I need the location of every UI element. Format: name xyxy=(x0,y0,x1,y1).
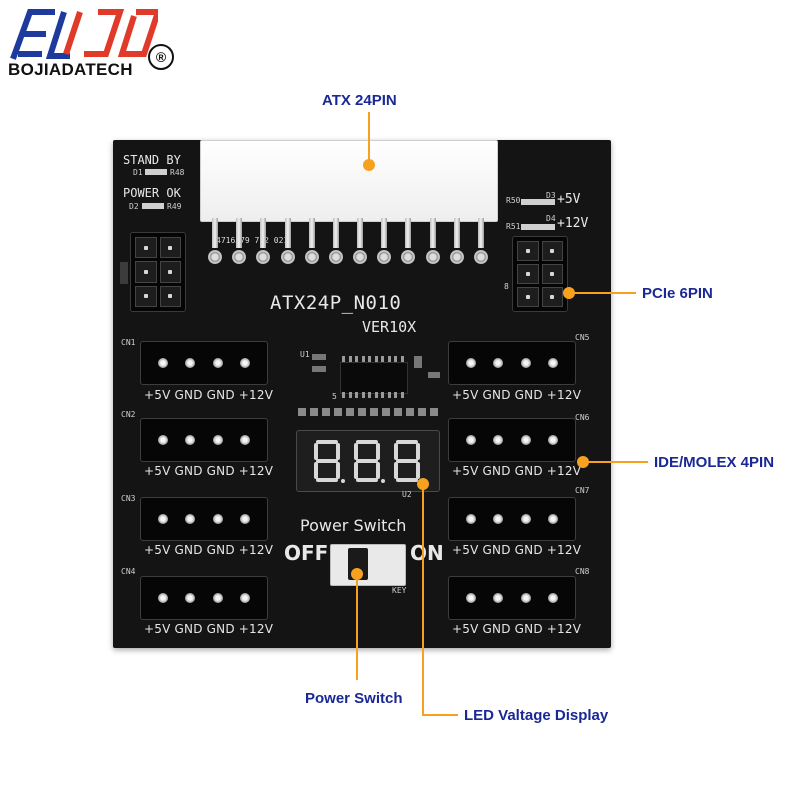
led-digit xyxy=(314,440,345,483)
callout-pcie-6pin: PCIe 6PIN xyxy=(642,285,713,302)
atx-pin-legs xyxy=(208,218,488,248)
pcie-pin-marker: 8 xyxy=(504,282,509,291)
connector-cn4-label: CN4 xyxy=(121,567,136,576)
r48-label: R48 xyxy=(170,168,185,177)
molex-connector-cn5 xyxy=(448,341,576,385)
molex-connector-cn8 xyxy=(448,576,576,620)
callout-molex-4pin: IDE/MOLEX 4PIN xyxy=(654,454,775,471)
molex-cn8-pin-labels: +5V GND GND +12V xyxy=(452,622,582,636)
d2-label: D2 xyxy=(129,202,139,211)
bojiadatech-logo xyxy=(10,9,158,60)
molex-cn7-pin-labels: +5V GND GND +12V xyxy=(452,543,582,557)
smd-resistor xyxy=(312,354,326,360)
connector-cn3-label: CN3 xyxy=(121,494,136,503)
r50-label: R50 xyxy=(506,196,521,205)
r49-label: R49 xyxy=(167,202,182,211)
ic-chip xyxy=(340,362,408,394)
power-ok-label: POWER OK xyxy=(123,186,181,200)
connector-cn2-label: CN2 xyxy=(121,410,136,419)
connector-cn1-label: CN1 xyxy=(121,338,136,347)
leader-dot-pcie xyxy=(563,287,575,299)
molex-cn2-pin-labels: +5V GND GND +12V xyxy=(144,464,274,478)
atx-solder-pads xyxy=(208,250,488,266)
leader-switch xyxy=(356,574,358,680)
smd-resistor xyxy=(312,366,326,372)
leader-pcie xyxy=(570,292,636,294)
molex-connector-cn7 xyxy=(448,497,576,541)
5v-led-label: +5V xyxy=(557,192,581,207)
molex-cn4-pin-labels: +5V GND GND +12V xyxy=(144,622,274,636)
leader-dot-atx xyxy=(363,159,375,171)
power-ok-led xyxy=(142,203,164,209)
molex-connector-cn3 xyxy=(140,497,268,541)
power-switch-title: Power Switch xyxy=(300,516,407,535)
d3-label: D3 xyxy=(546,191,556,200)
molex-cn3-pin-labels: +5V GND GND +12V xyxy=(144,543,274,557)
smd-capacitor xyxy=(414,356,422,368)
callout-power-switch: Power Switch xyxy=(305,690,403,707)
smd-resistor-row xyxy=(298,408,438,416)
molex-cn1-pin-labels: +5V GND GND +12V xyxy=(144,388,274,402)
molex-connector-cn6 xyxy=(448,418,576,462)
atx-24pin-connector xyxy=(200,140,498,222)
ic-top-legs xyxy=(342,356,404,362)
smd-capacitor xyxy=(428,372,440,378)
board-model: ATX24P_N010 xyxy=(270,292,402,314)
d4-label: D4 xyxy=(546,214,556,223)
molex-connector-cn2 xyxy=(140,418,268,462)
connector-cn5-label: CN5 xyxy=(575,333,590,342)
molex-cn5-pin-labels: +5V GND GND +12V xyxy=(452,388,582,402)
12v-led-label: +12V xyxy=(557,216,589,231)
leader-molex xyxy=(584,461,648,463)
leader-led-horizontal xyxy=(422,714,458,716)
leader-atx xyxy=(368,112,370,162)
leader-dot-molex xyxy=(577,456,589,468)
connector-cn7-label: CN7 xyxy=(575,486,590,495)
power-switch[interactable] xyxy=(330,544,406,586)
left-6pin-header xyxy=(130,232,186,312)
d1-label: D1 xyxy=(133,168,143,177)
callout-atx-24pin: ATX 24PIN xyxy=(322,92,397,109)
led-digit xyxy=(354,440,385,483)
led-digit xyxy=(394,440,425,483)
board-version: VER10X xyxy=(362,318,417,336)
stand-by-label: STAND BY xyxy=(123,153,181,167)
connector-cn8-label: CN8 xyxy=(575,567,590,576)
leader-led-vertical xyxy=(422,484,424,716)
switch-on-label: ON xyxy=(410,541,444,565)
led-display-ref: U2 xyxy=(402,490,412,499)
callout-led-display: LED Valtage Display xyxy=(464,707,609,724)
ic-pin5-label: 5 xyxy=(332,392,337,401)
registered-mark: ® xyxy=(148,44,174,70)
switch-off-label: OFF xyxy=(284,541,329,565)
12v-led xyxy=(521,224,555,230)
standby-led xyxy=(145,169,167,175)
ic-bottom-legs xyxy=(342,392,404,398)
led-voltage-display xyxy=(296,430,440,492)
connector-cn6-label: CN6 xyxy=(575,413,590,422)
brand-name: BOJIADATECH xyxy=(8,60,133,79)
pcie-6pin-connector xyxy=(512,236,568,312)
switch-ref: KEY xyxy=(392,586,407,595)
header-latch xyxy=(120,262,128,284)
r51-label: R51 xyxy=(506,222,521,231)
molex-connector-cn1 xyxy=(140,341,268,385)
ic-u1-label: U1 xyxy=(300,350,310,359)
molex-cn6-pin-labels: +5V GND GND +12V xyxy=(452,464,582,478)
molex-connector-cn4 xyxy=(140,576,268,620)
5v-led xyxy=(521,199,555,205)
atx-part-number: 4716379 7-2 021 xyxy=(216,236,289,245)
